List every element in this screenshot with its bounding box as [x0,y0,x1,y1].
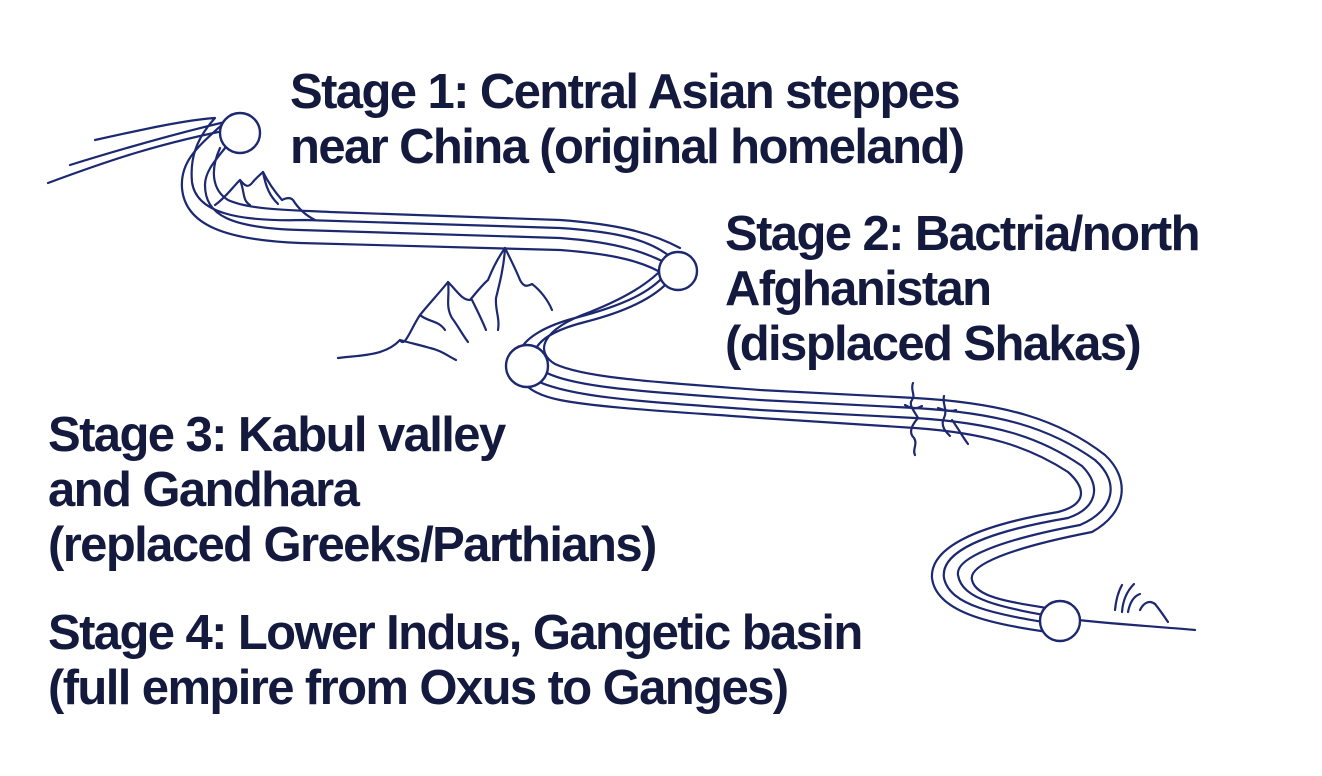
stage-markers [218,111,1082,643]
stage-2-label: Stage 2: Bactria/north Afghanistan (disp… [725,207,1201,372]
route-strand-outer-top [46,126,1197,632]
travelers-icon [903,381,970,457]
mountain-icon [213,170,317,222]
stage-3-line-3: (replaced Greeks/Parthians) [48,518,657,572]
stage-2-line-2: Afghanistan [725,262,992,316]
grass-icon [1113,582,1170,624]
stage-marker-icon [218,111,262,155]
route-strand-3 [212,146,682,250]
stage-2-line-3: (displaced Shakas) [725,317,1142,371]
stage-1-line-1: Stage 1: Central Asian steppes [290,65,961,119]
hill-icon [336,246,554,362]
route-strand-2 [93,116,1123,612]
stage-4-line-1: Stage 4: Lower Indus, Gangetic basin [48,606,863,660]
migration-route [46,116,1197,634]
stage-1-label: Stage 1: Central Asian steppes near Chin… [290,65,965,175]
stage-marker-icon [1038,599,1082,643]
stage-2-line-1: Stage 2: Bactria/north [725,207,1201,261]
route-strand-4 [517,348,1083,634]
stage-marker-icon [504,343,550,389]
stage-3-line-1: Stage 3: Kabul valley [48,408,506,462]
stage-3-label: Stage 3: Kabul valley and Gandhara (repl… [48,408,657,573]
stage-4-label: Stage 4: Lower Indus, Gangetic basin (fu… [48,606,863,716]
stage-3-line-2: and Gandhara [48,463,360,517]
stage-1-line-2: near China (original homeland) [290,120,965,174]
stage-marker-icon [657,250,699,292]
stage-4-line-2: (full empire from Oxus to Ganges) [48,661,789,715]
